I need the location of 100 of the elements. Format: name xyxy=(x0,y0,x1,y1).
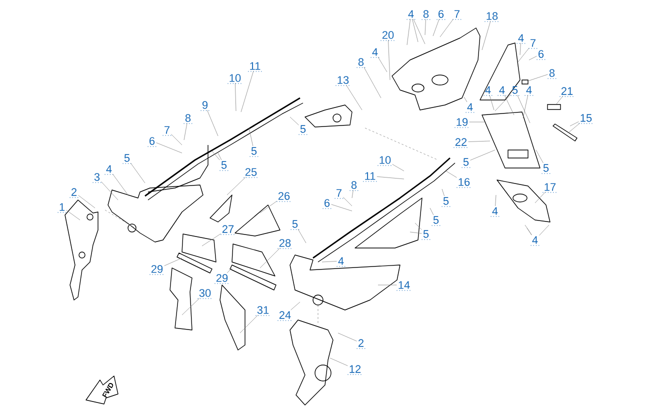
leader-line xyxy=(112,174,128,196)
leader-line xyxy=(240,314,258,334)
callout-number: 30 xyxy=(197,289,213,299)
callout-number: 7 xyxy=(162,126,172,136)
leader-line xyxy=(260,248,280,268)
leader-line xyxy=(522,94,528,118)
callout-number: 20 xyxy=(380,31,396,41)
callout-number: 2 xyxy=(69,188,79,198)
leader-line xyxy=(430,208,434,216)
leader-line xyxy=(518,48,530,62)
callout-number: 4 xyxy=(406,10,416,20)
leader-line xyxy=(526,228,532,236)
leader-line xyxy=(432,18,440,36)
callout-number: 6 xyxy=(147,137,157,147)
leader-line xyxy=(298,228,306,244)
callout-number: 16 xyxy=(456,178,472,188)
callout-number: 5 xyxy=(541,164,551,174)
callout-number: 9 xyxy=(200,101,210,111)
leader-line xyxy=(234,82,236,112)
leader-line xyxy=(446,170,457,178)
callout-number: 8 xyxy=(547,69,557,79)
leader-line xyxy=(482,20,491,50)
callout-number: 4 xyxy=(370,48,380,58)
callout-number: 5 xyxy=(290,220,300,230)
leader-line xyxy=(495,194,496,206)
leader-line xyxy=(376,176,404,180)
leader-line xyxy=(489,94,494,110)
leader-line xyxy=(260,200,277,214)
callout-number: 11 xyxy=(248,62,262,72)
leader-line xyxy=(517,94,530,124)
part-outline xyxy=(522,80,528,84)
leader-line xyxy=(206,110,218,136)
leader-line xyxy=(171,134,182,146)
leader-line xyxy=(528,74,548,82)
callout-number: 7 xyxy=(452,10,462,20)
callout-number: 13 xyxy=(335,76,351,86)
callout-number: 2 xyxy=(356,339,366,349)
leader-line xyxy=(130,162,146,184)
callout-number: 6 xyxy=(322,199,332,209)
callout-number: 3 xyxy=(92,173,102,183)
leader-line xyxy=(331,204,352,212)
callout-number: 5 xyxy=(219,161,229,171)
callout-number: 14 xyxy=(396,281,412,291)
leader-line xyxy=(248,128,254,146)
leader-line xyxy=(378,56,388,72)
callout-number: 27 xyxy=(220,225,236,235)
callout-number: 17 xyxy=(542,183,558,193)
callout-number: 5 xyxy=(461,158,471,168)
callout-number: 7 xyxy=(528,39,538,49)
leader-line xyxy=(338,332,357,342)
callout-number: 1 xyxy=(57,203,67,213)
callout-number: 22 xyxy=(453,138,469,148)
leader-line xyxy=(66,210,80,220)
callout-number: 5 xyxy=(298,125,308,135)
leader-line xyxy=(468,140,490,142)
leader-line xyxy=(352,190,354,198)
leader-line xyxy=(494,94,511,112)
callout-number: 4 xyxy=(497,86,507,96)
leader-line xyxy=(412,18,418,42)
leader-line xyxy=(202,234,221,246)
leader-line xyxy=(346,84,362,110)
callout-number: 8 xyxy=(356,58,366,68)
leader-line xyxy=(240,70,254,112)
leader-line xyxy=(413,18,426,44)
callout-number: 5 xyxy=(122,154,132,164)
callout-number: 4 xyxy=(483,86,493,96)
callout-number: 25 xyxy=(243,168,259,178)
leader-line xyxy=(424,18,426,36)
callout-number: 8 xyxy=(349,181,359,191)
callout-number: 10 xyxy=(227,74,243,84)
callout-number: 4 xyxy=(524,86,534,96)
callout-number: 15 xyxy=(578,114,594,124)
leader-line xyxy=(388,40,390,80)
callout-number: 5 xyxy=(249,147,259,157)
leader-line xyxy=(504,94,514,116)
leader-line xyxy=(539,224,550,236)
callout-number: 19 xyxy=(454,118,470,128)
callout-number: 24 xyxy=(277,311,293,321)
leader-line xyxy=(442,188,445,196)
leader-line xyxy=(226,176,246,196)
leader-line xyxy=(364,66,382,98)
leader-line xyxy=(290,116,299,126)
callout-number: 5 xyxy=(510,86,520,96)
callout-number: 4 xyxy=(530,236,540,246)
callout-number: 12 xyxy=(347,365,363,375)
part-outline xyxy=(547,104,561,110)
leader-line xyxy=(182,298,200,316)
leader-line xyxy=(330,358,348,366)
callout-number: 21 xyxy=(559,87,575,97)
callout-number: 4 xyxy=(104,165,114,175)
leader-line xyxy=(378,284,397,286)
callout-number: 5 xyxy=(421,230,431,240)
callout-number: 8 xyxy=(421,10,431,20)
leader-line xyxy=(556,96,564,104)
leader-line xyxy=(470,150,496,160)
callout-number: 5 xyxy=(431,216,441,226)
leader-line xyxy=(406,18,411,46)
callout-number: 31 xyxy=(255,306,271,316)
leader-line xyxy=(410,232,422,234)
callout-number: 4 xyxy=(490,207,500,217)
